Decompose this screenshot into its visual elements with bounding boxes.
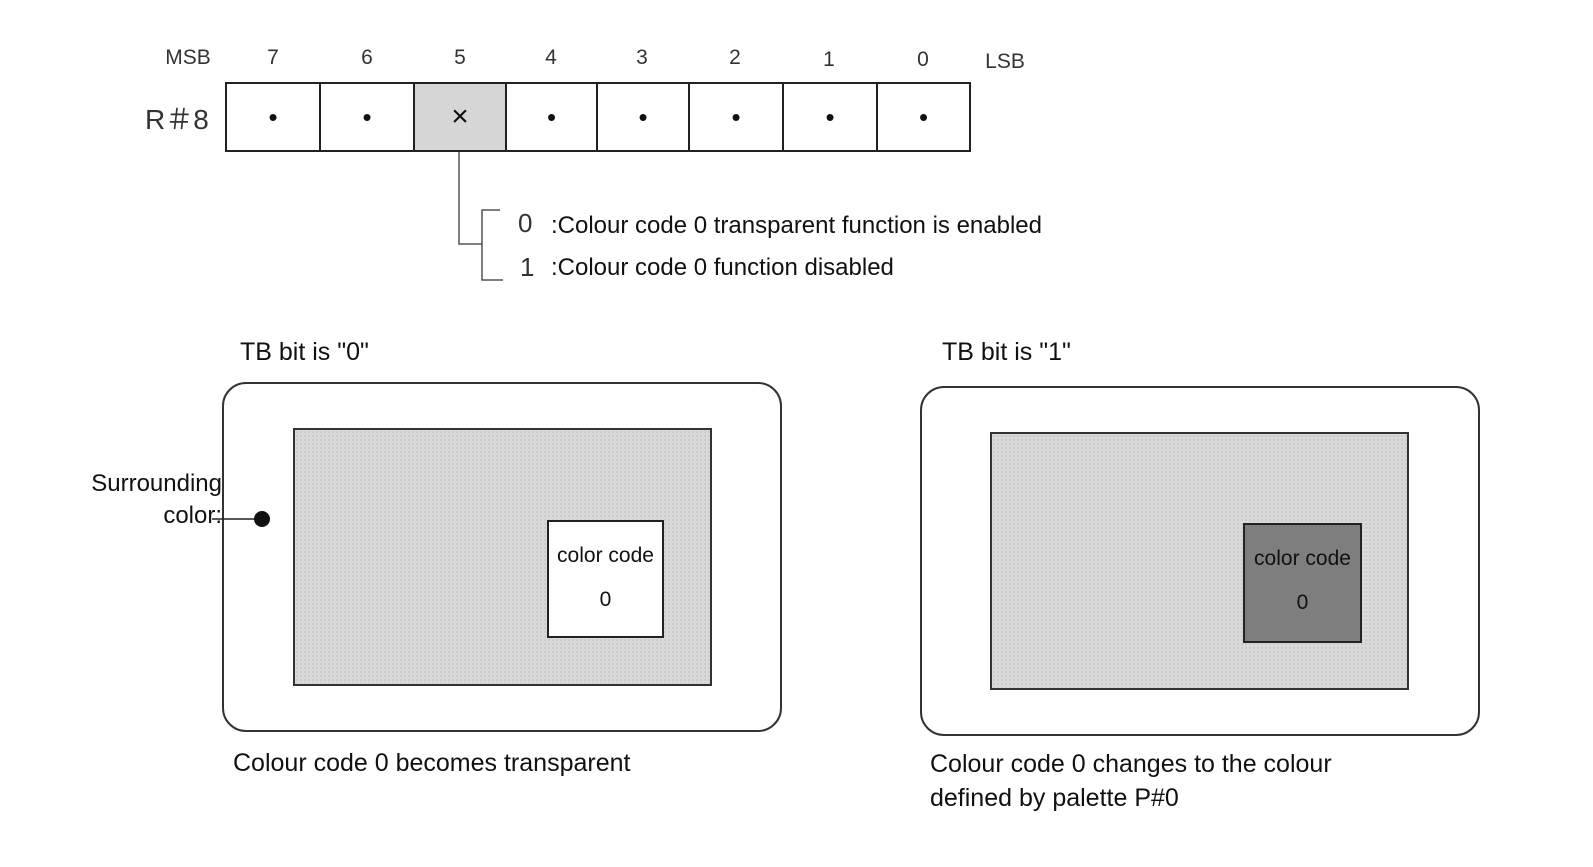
surrounding-label: Surrounding color: <box>60 468 222 532</box>
bit-number-3: 3 <box>636 46 648 69</box>
right-panel-caption: Colour code 0 changes to the colour defi… <box>930 747 1332 815</box>
bit-connector-lines <box>458 152 503 281</box>
left-panel-title: TB bit is "0" <box>240 338 369 366</box>
transparent-color-code-box: color code 0 <box>547 520 664 638</box>
bit-cell-1: • <box>782 82 878 152</box>
option-1-value: 1 <box>520 252 535 282</box>
right-box-value: 0 <box>1296 591 1309 614</box>
option-1-text: :Colour code 0 function disabled <box>551 254 894 281</box>
bit-cell-3: • <box>596 82 690 152</box>
bit-number-6: 6 <box>361 46 373 69</box>
right-panel-title: TB bit is "1" <box>942 338 1071 366</box>
option-0-value: 0 <box>518 208 533 238</box>
bit-number-2: 2 <box>729 46 741 69</box>
register-name: R＃8 <box>145 104 209 135</box>
left-panel-caption: Colour code 0 becomes transparent <box>233 749 631 777</box>
surrounding-label-line2: color: <box>163 502 222 529</box>
bit-number-4: 4 <box>545 46 557 69</box>
surrounding-pointer <box>212 511 270 527</box>
bit-number-7: 7 <box>267 46 279 69</box>
left-box-label: color code <box>557 544 654 567</box>
bit-cell-6: • <box>319 82 415 152</box>
bit-number-1: 1 <box>823 48 835 71</box>
surrounding-label-line1: Surrounding <box>91 470 222 497</box>
bit-cell-4: • <box>505 82 598 152</box>
lsb-label: LSB <box>985 50 1025 73</box>
bit-cell-2: • <box>688 82 784 152</box>
msb-label: MSB <box>165 46 211 69</box>
bit-number-0: 0 <box>917 48 929 71</box>
option-0-text: :Colour code 0 transparent function is e… <box>551 212 1042 239</box>
bit-number-5: 5 <box>454 46 466 69</box>
left-box-value: 0 <box>599 588 612 611</box>
right-caption-line1: Colour code 0 changes to the colour <box>930 750 1332 778</box>
bit-cell-0: • <box>876 82 971 152</box>
right-caption-line2: defined by palette P#0 <box>930 784 1179 812</box>
right-box-label: color code <box>1254 547 1351 570</box>
palette-color-code-box: color code 0 <box>1243 523 1362 643</box>
